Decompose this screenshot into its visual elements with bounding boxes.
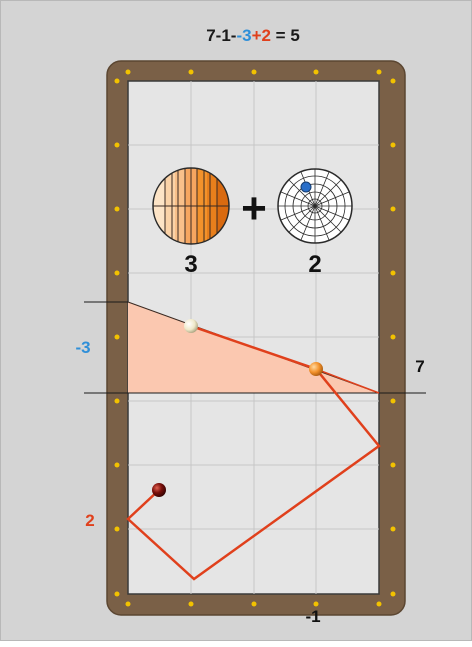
object-ball-orange [309,362,323,376]
label-left-lower: 2 [85,511,94,530]
formula-end: = 5 [271,26,300,45]
formula-plus2: +2 [252,26,271,45]
plus-sign: + [241,184,267,233]
ball-hit-diagram [152,167,230,245]
rail-diamonds [114,69,396,607]
english-spin-number: 2 [308,251,321,278]
label-right: 7 [415,357,424,376]
object-ball-red [152,483,166,497]
ball-hit-number: 3 [184,251,197,278]
label-bottom: -1 [305,607,320,626]
formula-start: 7-1- [206,26,236,45]
english-spin-diagram [277,168,353,244]
formula-title: 7-1--3+2 = 5 [206,26,300,45]
object-ball-path [315,368,380,394]
cue-ball [184,319,198,333]
label-left-upper: -3 [75,338,90,357]
ball-path [126,324,381,581]
spin-contact-dot [300,181,312,193]
formula-minus3: -3 [236,26,251,45]
